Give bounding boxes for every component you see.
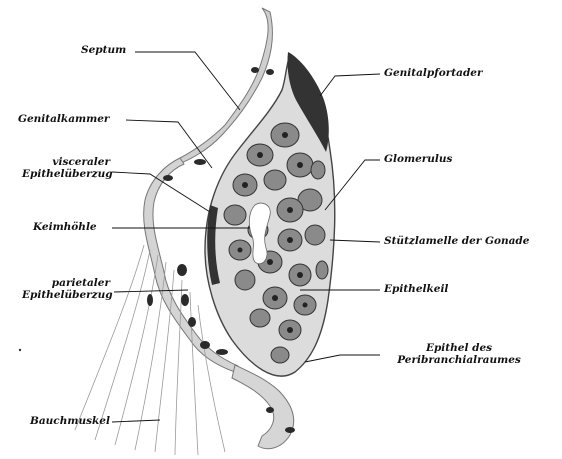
label-epithel-line2: Peribranchialraumes (384, 354, 534, 366)
label-keimhoehle: Keimhöhle (33, 221, 97, 233)
speck (19, 349, 21, 351)
label-epithel-peribranchialraum: Epithel des Peribranchialraumes (384, 342, 534, 366)
label-parietaler-epitheluberzug: parietaler Epithelüberzug (22, 277, 110, 301)
label-epithelkeil: Epithelkeil (384, 283, 448, 295)
label-glomerulus: Glomerulus (384, 153, 452, 165)
label-septum: Septum (81, 44, 126, 56)
label-visceraler-line1: visceraler (22, 156, 110, 168)
label-genitalkammer: Genitalkammer (18, 113, 109, 125)
label-parietaler-line2: Epithelüberzug (22, 289, 110, 301)
label-visceraler-line2: Epithelüberzug (22, 168, 110, 180)
label-epithel-line1: Epithel des (384, 342, 534, 354)
label-parietaler-line1: parietaler (22, 277, 110, 289)
label-genitalpfortader: Genitalpfortader (384, 67, 483, 79)
label-bauchmuskel: Bauchmuskel (30, 415, 110, 427)
label-visceraler-epitheluberzug: visceraler Epithelüberzug (22, 156, 110, 180)
label-stuetzlamelle: Stützlamelle der Gonade (384, 235, 529, 247)
lower-tissue (232, 365, 294, 449)
